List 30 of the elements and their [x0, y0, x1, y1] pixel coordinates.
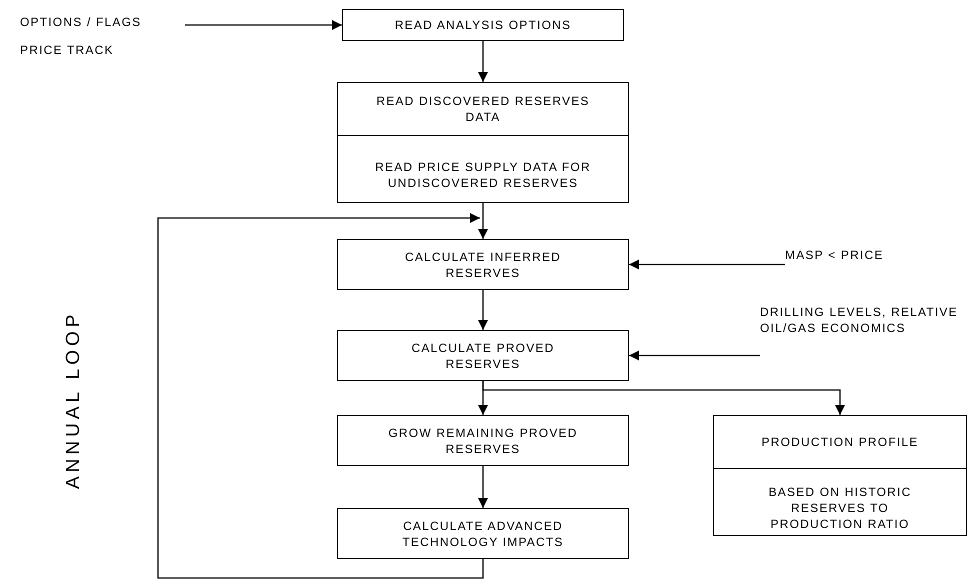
step-label: BASED ON HISTORIC RESERVES TO PRODUCTION RATIO: [768, 484, 912, 532]
step-label: CALCULATE INFERRED RESERVES: [404, 248, 562, 280]
input-label: PRICE TRACK: [20, 42, 114, 58]
process-box: [337, 415, 629, 466]
process-box: [342, 9, 624, 41]
step-label: READ DISCOVERED RESERVES DATA: [375, 93, 591, 125]
arrow: [157, 213, 484, 579]
arrow: [478, 203, 488, 239]
step-label: PRODUCTION PROFILE: [762, 434, 918, 450]
input-label: DRILLING LEVELS, RELATIVE OIL/GAS ECONOMICS: [760, 304, 959, 336]
arrow: [478, 290, 488, 330]
process-box: [337, 82, 629, 203]
step-label: CALCULATE PROVED RESERVES: [410, 340, 556, 372]
arrow: [629, 350, 760, 360]
arrow: [629, 260, 785, 270]
step-label: CALCULATE ADVANCED TECHNOLOGY IMPACTS: [401, 518, 565, 550]
loop-label: ANNUAL LOOP: [62, 310, 85, 492]
input-label: MASP < PRICE: [785, 247, 884, 263]
input-label: OPTIONS / FLAGS: [20, 14, 142, 30]
process-box: [337, 330, 629, 381]
process-box: [337, 239, 629, 290]
step-label: READ ANALYSIS OPTIONS: [394, 17, 572, 33]
process-box: [713, 415, 967, 536]
step-label: GROW REMAINING PROVED RESERVES: [387, 424, 579, 456]
arrow: [478, 41, 488, 82]
process-box: [337, 508, 629, 559]
step-label: READ PRICE SUPPLY DATA FOR UNDISCOVERED RESERVES: [374, 158, 592, 190]
arrow: [185, 20, 342, 30]
arrow: [478, 466, 488, 508]
arrow: [482, 381, 845, 415]
